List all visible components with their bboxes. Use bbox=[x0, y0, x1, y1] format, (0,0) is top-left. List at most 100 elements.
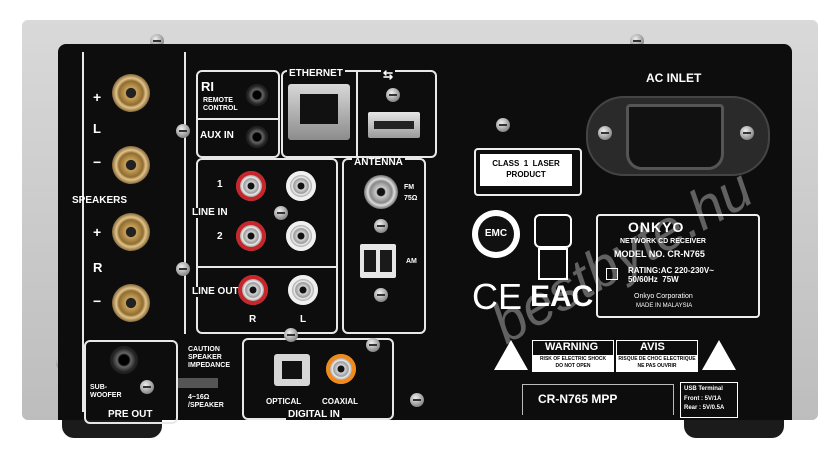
divider bbox=[196, 118, 278, 120]
line-out-l-label: L bbox=[300, 314, 307, 325]
screw-icon bbox=[740, 126, 754, 140]
analog-box bbox=[196, 158, 338, 334]
line-in-2-l-jack[interactable] bbox=[286, 221, 316, 251]
divider bbox=[82, 52, 84, 412]
aux-in-label: AUX IN bbox=[200, 130, 234, 141]
speaker-minus-r: − bbox=[93, 293, 102, 309]
speaker-terminal-r-plus[interactable] bbox=[112, 213, 150, 251]
fm-ohm-label: 75Ω bbox=[404, 195, 418, 202]
digital-in-label: DIGITAL IN bbox=[286, 409, 342, 420]
line-in-2-r-jack[interactable] bbox=[236, 221, 266, 251]
made-in-label: MADE IN MALAYSIA bbox=[636, 303, 693, 309]
speaker-terminal-l-plus[interactable] bbox=[112, 74, 150, 112]
remote-control-label: REMOTE CONTROL bbox=[203, 97, 238, 112]
impedance-switch[interactable] bbox=[178, 378, 218, 388]
divider bbox=[356, 72, 358, 156]
speaker-r-label: R bbox=[93, 260, 103, 275]
fm-antenna-jack[interactable] bbox=[364, 175, 398, 209]
eac-mark: EAC bbox=[530, 280, 594, 313]
brand-label: ONKYO bbox=[628, 219, 685, 235]
warning-box bbox=[532, 340, 614, 356]
model-label: MODEL NO. CR-N765 bbox=[614, 249, 705, 259]
usb-terminal-box bbox=[680, 382, 738, 418]
divider bbox=[184, 52, 186, 334]
warning-title: WARNING bbox=[545, 341, 599, 353]
ethernet-port[interactable] bbox=[288, 84, 350, 140]
screw-icon bbox=[598, 126, 612, 140]
screw-icon bbox=[274, 206, 288, 220]
optical-socket bbox=[282, 361, 302, 379]
fm-label: FM bbox=[404, 184, 415, 191]
ac-inlet-socket[interactable] bbox=[626, 104, 724, 170]
screw-icon bbox=[140, 380, 154, 394]
rating-plate bbox=[596, 214, 760, 318]
line-out-r-label: R bbox=[249, 314, 257, 325]
model-tag-frame bbox=[522, 384, 674, 415]
line-out-r-jack[interactable] bbox=[238, 275, 268, 305]
ri-jack[interactable] bbox=[246, 84, 268, 106]
class-ii-icon bbox=[606, 268, 618, 280]
screw-icon bbox=[176, 262, 190, 276]
aux-in-jack[interactable] bbox=[246, 126, 268, 148]
ethernet-socket bbox=[300, 94, 338, 124]
speaker-terminal-r-minus[interactable] bbox=[112, 284, 150, 322]
line-in-1-l-jack[interactable] bbox=[286, 171, 316, 201]
coaxial-label: COAXIAL bbox=[322, 397, 358, 406]
screw-icon bbox=[374, 288, 388, 302]
ac-inlet-label: AC INLET bbox=[646, 71, 702, 85]
am-antenna-terminal[interactable] bbox=[360, 244, 396, 278]
optical-port[interactable] bbox=[274, 354, 310, 386]
am-label: AM bbox=[406, 258, 417, 265]
laser-outline bbox=[474, 148, 582, 196]
emc-text: EMC bbox=[478, 216, 514, 252]
emc-badge: EMC bbox=[472, 210, 520, 258]
network-box bbox=[281, 70, 437, 158]
screw-icon bbox=[374, 219, 388, 233]
am-terminal-slot bbox=[364, 250, 376, 272]
screw-icon bbox=[176, 124, 190, 138]
avis-title: AVIS bbox=[640, 341, 665, 353]
laser-label: CLASS 1 LASER PRODUCT bbox=[480, 154, 572, 186]
speaker-plus-r: + bbox=[93, 224, 102, 240]
screw-icon bbox=[496, 118, 510, 132]
line-in-2-label: 2 bbox=[217, 231, 223, 242]
pre-out-box bbox=[84, 340, 178, 424]
usb-port[interactable] bbox=[368, 112, 420, 138]
ethernet-label: ETHERNET bbox=[287, 68, 345, 79]
rcm-icon bbox=[534, 214, 572, 248]
ce-mark: CE bbox=[472, 276, 523, 317]
caution-label: CAUTION SPEAKER IMPEDANCE bbox=[188, 346, 231, 369]
ri-label: RI bbox=[201, 79, 214, 94]
usb-terminal-rear: Rear : 5V/0.5A bbox=[684, 405, 725, 411]
speakers-label: SPEAKERS bbox=[72, 195, 128, 206]
product-type-label: NETWORK CD RECEIVER bbox=[620, 238, 706, 245]
rubber-foot bbox=[684, 420, 784, 438]
warning-text: RISK OF ELECTRIC SHOCK DO NOT OPEN bbox=[532, 356, 614, 372]
speaker-plus-l: + bbox=[93, 89, 102, 105]
model-tag: CR-N765 MPP bbox=[538, 392, 618, 406]
screw-icon bbox=[410, 393, 424, 407]
divider bbox=[196, 266, 336, 268]
line-in-1-label: 1 bbox=[217, 179, 223, 190]
speaker-terminal-l-minus[interactable] bbox=[112, 146, 150, 184]
screw-icon bbox=[284, 328, 298, 342]
subwoofer-jack[interactable] bbox=[110, 346, 138, 374]
screw-icon bbox=[386, 88, 400, 102]
corp-label: Onkyo Corporation bbox=[634, 293, 693, 300]
line-out-label: LINE OUT bbox=[190, 286, 241, 297]
ri-aux-box bbox=[196, 70, 280, 158]
usb-socket bbox=[374, 121, 414, 129]
line-in-1-r-jack[interactable] bbox=[236, 171, 266, 201]
subwoofer-label: SUB- WOOFER bbox=[90, 384, 122, 399]
screw-icon bbox=[366, 338, 380, 352]
avis-box bbox=[616, 340, 698, 356]
rating-label: RATING:AC 220-230V~ 50/60Hz 75W bbox=[628, 266, 714, 284]
antenna-label: ANTENNA bbox=[352, 157, 405, 168]
coaxial-jack[interactable] bbox=[326, 354, 356, 384]
line-out-l-jack[interactable] bbox=[288, 275, 318, 305]
avis-text: RISQUE DE CHOC ELECTRIQUE NE PAS OUVRIR bbox=[616, 356, 698, 372]
speaker-l-label: L bbox=[93, 121, 101, 136]
usb-terminal-title: USB Terminal bbox=[684, 386, 723, 392]
usb-icon: ⇆ bbox=[381, 68, 396, 82]
weee-bin-icon bbox=[538, 248, 568, 280]
